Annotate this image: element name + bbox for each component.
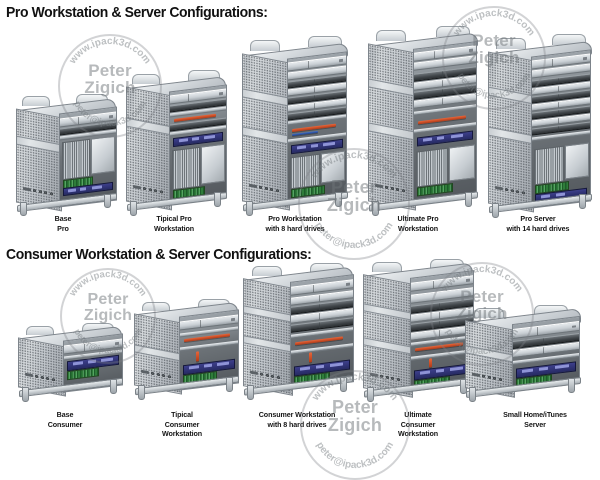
caption-ultimate-consumer-workstation: Ultimate Consumer Workstation xyxy=(397,410,439,438)
cpu-heatsink xyxy=(172,146,200,191)
power-supply xyxy=(201,143,225,185)
power-supply xyxy=(321,150,345,184)
heat-pipe-orange-2 xyxy=(309,352,312,363)
foot-left xyxy=(20,202,27,216)
interior-bays xyxy=(413,41,477,206)
machine-pro-server-14-drives xyxy=(484,32,596,220)
foot-left xyxy=(247,385,254,400)
heat-pipe-orange-2 xyxy=(429,358,432,368)
pro-configurations-row: Base Pro xyxy=(0,18,600,233)
caption-tipical-pro-workstation: Tipical Pro Workstation xyxy=(153,214,195,233)
foot-right xyxy=(335,192,342,207)
cpu-heatsink xyxy=(534,145,564,186)
machine-pro-workstation-8-drives xyxy=(238,36,350,218)
foot-left xyxy=(246,201,253,216)
foot-right xyxy=(568,378,575,393)
handle-rear xyxy=(252,266,282,276)
left-mesh-panel xyxy=(488,51,534,213)
caption-base-consumer: Base Consumer xyxy=(47,410,83,429)
mesh-texture xyxy=(17,109,61,211)
configuration-poster: Pro Workstation & Server Configurations:… xyxy=(0,4,600,480)
interior-bays xyxy=(59,106,117,208)
power-supply xyxy=(565,142,589,180)
handle-rear xyxy=(376,30,406,41)
left-mesh-panel xyxy=(368,43,416,211)
svg-text:peter@ipack3d.com: peter@ipack3d.com xyxy=(314,440,396,471)
foot-right xyxy=(226,377,233,392)
machine-ultimate-consumer-workstation xyxy=(360,258,476,413)
consumer-configurations-row: Base Consumer xyxy=(0,259,600,438)
interior-bays xyxy=(287,51,347,206)
foot-left xyxy=(130,201,137,216)
interior-bays xyxy=(290,274,354,390)
foot-right xyxy=(465,192,472,207)
foot-left xyxy=(138,385,145,400)
cpu-heatsink xyxy=(290,153,320,190)
heat-pipe-orange-2 xyxy=(196,351,199,362)
caption-tipical-consumer-workstation: Tipical Consumer Workstation xyxy=(161,410,203,438)
foot-right xyxy=(104,194,111,208)
interior-bays xyxy=(531,49,591,209)
foot-left xyxy=(22,387,29,402)
foot-right xyxy=(214,192,221,207)
pro-section-heading: Pro Workstation & Server Configurations: xyxy=(6,4,268,21)
foot-left xyxy=(367,387,374,402)
foot-right xyxy=(110,379,117,394)
machine-tipical-pro-workstation xyxy=(122,70,228,218)
machine-ultimate-pro-workstation xyxy=(364,26,480,218)
handle-rear xyxy=(22,96,50,106)
machine-consumer-workstation-8-drives xyxy=(240,263,356,412)
caption-pro-server-14-drives: Pro Server with 14 hard drives xyxy=(506,214,570,233)
machine-tipical-consumer-workstation xyxy=(132,299,240,412)
caption-base-pro: Base Pro xyxy=(54,214,72,233)
cpu-heatsink xyxy=(62,138,90,181)
left-mesh-panel xyxy=(16,108,62,212)
left-mesh-panel xyxy=(363,274,413,398)
power-supply xyxy=(91,135,115,175)
consumer-section-heading: Consumer Workstation & Server Configurat… xyxy=(6,246,312,263)
foot-right xyxy=(340,377,347,392)
handle-front xyxy=(552,34,586,45)
handle-rear xyxy=(26,326,54,335)
handle-front xyxy=(436,26,470,37)
cpu-heatsink xyxy=(416,147,448,188)
handle-rear xyxy=(372,262,402,272)
caption-consumer-workstation-8-drives: Consumer Workstation with 8 hard drives xyxy=(258,410,336,429)
handle-rear xyxy=(250,40,280,51)
machine-base-pro xyxy=(14,94,118,218)
handle-rear xyxy=(474,308,504,318)
left-mesh-panel xyxy=(242,53,290,211)
left-mesh-panel xyxy=(126,86,172,211)
handle-rear xyxy=(142,302,170,311)
machine-small-home-itunes-server xyxy=(462,305,586,414)
handle-front xyxy=(188,70,220,81)
interior-bays xyxy=(169,84,227,206)
machine-base-consumer xyxy=(16,323,124,412)
caption-pro-workstation-8-drives: Pro Workstation with 8 hard drives xyxy=(265,214,325,233)
caption-small-home-itunes-server: Small Home/iTunes Server xyxy=(503,410,567,429)
power-supply xyxy=(449,144,475,182)
foot-left xyxy=(372,201,379,216)
left-mesh-panel xyxy=(243,278,293,396)
handle-rear xyxy=(496,38,526,49)
handle-front xyxy=(308,36,342,47)
foot-right xyxy=(579,194,586,209)
foot-left xyxy=(469,387,476,402)
foot-left xyxy=(492,203,499,218)
caption-ultimate-pro-workstation: Ultimate Pro Workstation xyxy=(397,214,439,233)
handle-rear xyxy=(132,74,160,84)
